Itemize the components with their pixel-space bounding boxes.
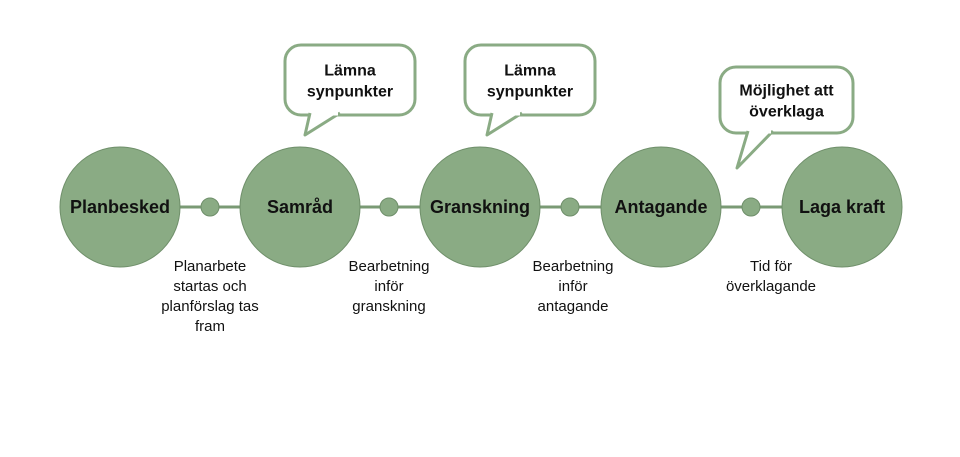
phase-text-line: fram [195, 318, 225, 335]
phase-text-line: inför [374, 278, 403, 295]
bubble-tail [735, 129, 775, 170]
connector-dot-4 [741, 197, 761, 217]
step-circle [781, 146, 903, 268]
phase-text-line: Planarbete [174, 258, 247, 275]
connector-dot-1 [200, 197, 220, 217]
bubble-text-line: synpunkter [487, 84, 573, 101]
step-circle [239, 146, 361, 268]
phase-text-3: Bearbetning inför antagande [533, 258, 614, 315]
bubble-body [283, 43, 417, 117]
connector-dot-2 [379, 197, 399, 217]
bubble-text-line: Lämna [504, 63, 556, 80]
connector-dot-3 [560, 197, 580, 217]
step-4: Antagande [600, 146, 722, 268]
speech-bubble-3: Möjlighet att överklaga [718, 65, 855, 170]
bubble-body [718, 65, 855, 135]
bubble-text-line: synpunkter [307, 84, 393, 101]
step-label: Granskning [430, 197, 530, 217]
bubble-text-line: Lämna [324, 63, 376, 80]
phase-text-1: Planarbete startas och planförslag tas fram [161, 258, 259, 335]
connector-layer [178, 197, 784, 217]
phase-text-line: antagande [538, 298, 609, 315]
phase-text-line: Tid för [750, 258, 792, 275]
step-3: Granskning [419, 146, 541, 268]
speech-bubble-2: Lämna synpunkter [463, 43, 597, 137]
step-label: Antagande [614, 197, 707, 217]
step-circle [59, 146, 181, 268]
bubble-tail [303, 111, 341, 137]
step-5: Laga kraft [781, 146, 903, 268]
bubble-layer: Lämna synpunkter Lämna synpunkter Möjlighet … [283, 43, 855, 170]
step-circle [600, 146, 722, 268]
step-label: Planbesked [70, 197, 170, 217]
phase-text-2: Bearbetning inför granskning [349, 258, 430, 315]
step-2: Samråd [239, 146, 361, 268]
speech-bubble-1: Lämna synpunkter [283, 43, 417, 137]
phase-text-line: inför [558, 278, 587, 295]
bubble-text-line: Möjlighet att [739, 83, 834, 100]
phase-text-line: överklagande [726, 278, 816, 295]
step-circle [419, 146, 541, 268]
step-layer: Planbesked Samråd Granskning Antagande Laga … [59, 146, 903, 268]
phase-text-line: startas och [173, 278, 246, 295]
phase-text-line: Bearbetning [349, 258, 430, 275]
phase-text-4: Tid för överklagande [726, 258, 816, 295]
step-label: Samråd [267, 197, 333, 217]
step-label: Laga kraft [799, 197, 885, 217]
phase-layer: Planarbete startas och planförslag tas fram… [161, 258, 816, 335]
bubble-tail [485, 111, 523, 137]
phase-text-line: planförslag tas [161, 298, 259, 315]
step-1: Planbesked [59, 146, 181, 268]
bubble-text-line: överklaga [749, 104, 824, 121]
phase-text-line: Bearbetning [533, 258, 614, 275]
phase-text-line: granskning [352, 298, 425, 315]
bubble-body [463, 43, 597, 117]
